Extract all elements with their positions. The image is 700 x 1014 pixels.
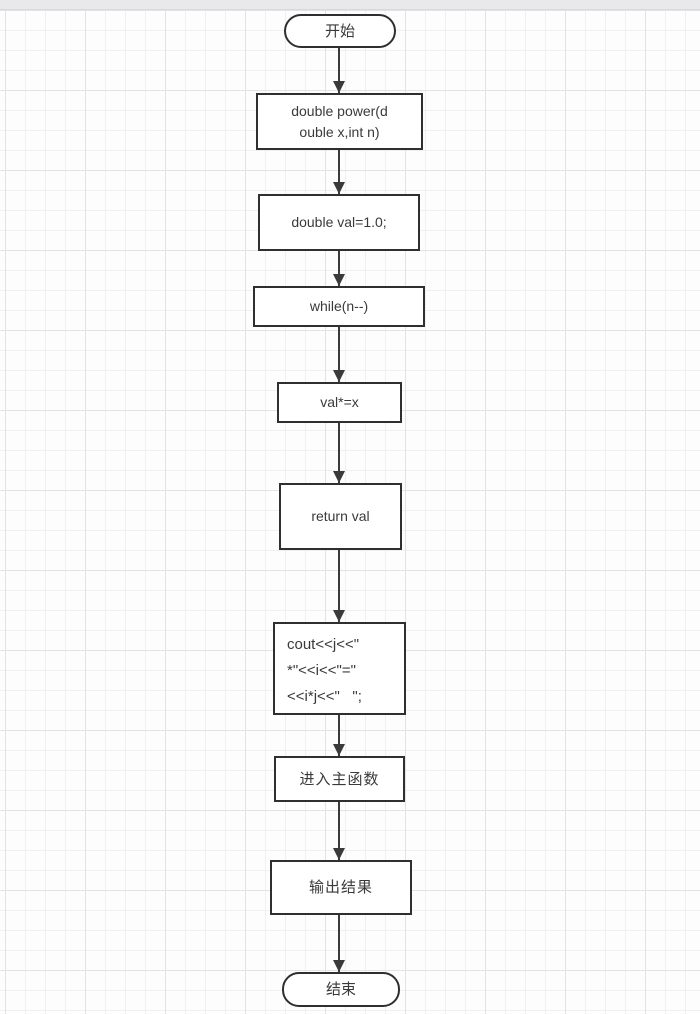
node-enter-main[interactable]: 进入主函数 <box>274 756 405 802</box>
node-start-label: 开始 <box>324 22 355 40</box>
node-enter-main-label: 进入主函数 <box>299 770 380 788</box>
node-cout-label: cout<<j<<" *"<<i<<"=" <<i*j<<" "; <box>287 636 362 705</box>
connector-arrow[interactable] <box>338 423 340 483</box>
node-return-label: return val <box>311 508 370 524</box>
connector-arrow[interactable] <box>338 802 340 860</box>
node-while-loop[interactable]: while(n--) <box>253 286 425 327</box>
node-val-init-label: double val=1.0; <box>291 214 387 230</box>
connector-arrow[interactable] <box>338 550 340 622</box>
node-multiply-label: val*=x <box>320 394 359 410</box>
connector-arrow[interactable] <box>338 915 340 972</box>
node-start[interactable]: 开始 <box>284 14 396 48</box>
node-val-init[interactable]: double val=1.0; <box>258 194 420 251</box>
connector-arrow[interactable] <box>338 327 340 382</box>
toolbar-edge-strip <box>0 0 700 10</box>
connector-arrow[interactable] <box>338 715 340 756</box>
node-power-label: double power(d ouble x,int n) <box>291 102 388 140</box>
node-end-label: 结束 <box>325 981 356 998</box>
connector-arrow[interactable] <box>338 150 340 194</box>
node-while-label: while(n--) <box>309 298 369 314</box>
node-cout-statement[interactable]: cout<<j<<" *"<<i<<"=" <<i*j<<" "; <box>273 622 406 715</box>
node-return-val[interactable]: return val <box>279 483 402 550</box>
node-output-label: 输出结果 <box>308 879 373 896</box>
connector-arrow[interactable] <box>338 251 340 286</box>
connector-arrow[interactable] <box>338 48 340 93</box>
node-power-function[interactable]: double power(d ouble x,int n) <box>256 93 423 150</box>
node-output-result[interactable]: 输出结果 <box>270 860 412 915</box>
node-end[interactable]: 结束 <box>282 972 400 1007</box>
node-multiply[interactable]: val*=x <box>277 382 402 423</box>
